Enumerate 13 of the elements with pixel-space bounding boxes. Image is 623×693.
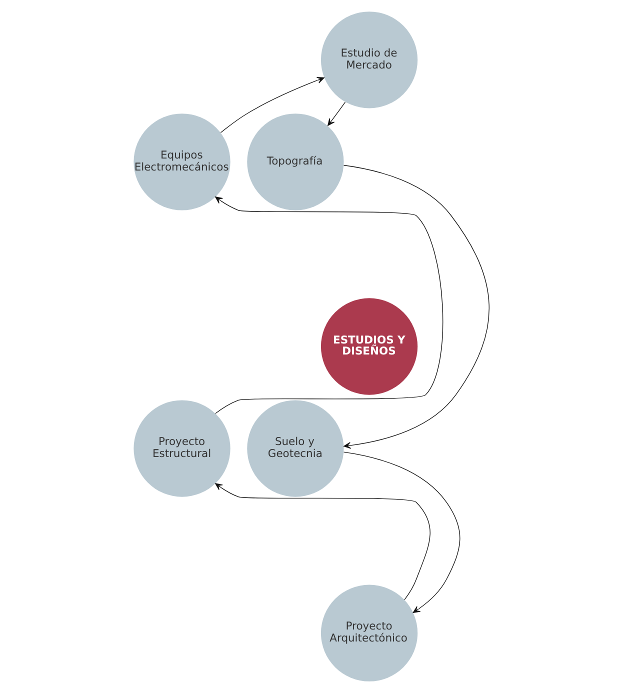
node-circle: Suelo y Geotecnia (247, 400, 344, 497)
node-circle: ESTUDIOS Y DISEÑOS (320, 298, 418, 395)
arrow (328, 102, 346, 126)
node-circle: Estudio de Mercado (320, 12, 418, 108)
node-circle: Proyecto Arquitectónico (320, 584, 418, 682)
arrow (215, 483, 430, 600)
node-circle: Proyecto Estructural (134, 400, 230, 497)
node-circle: Equipos Electromecánicos (134, 114, 230, 210)
arrow (215, 196, 444, 414)
arrow (343, 452, 460, 613)
node-circle: Topografía (247, 114, 344, 210)
arrow (220, 77, 324, 134)
arrow (343, 164, 490, 449)
